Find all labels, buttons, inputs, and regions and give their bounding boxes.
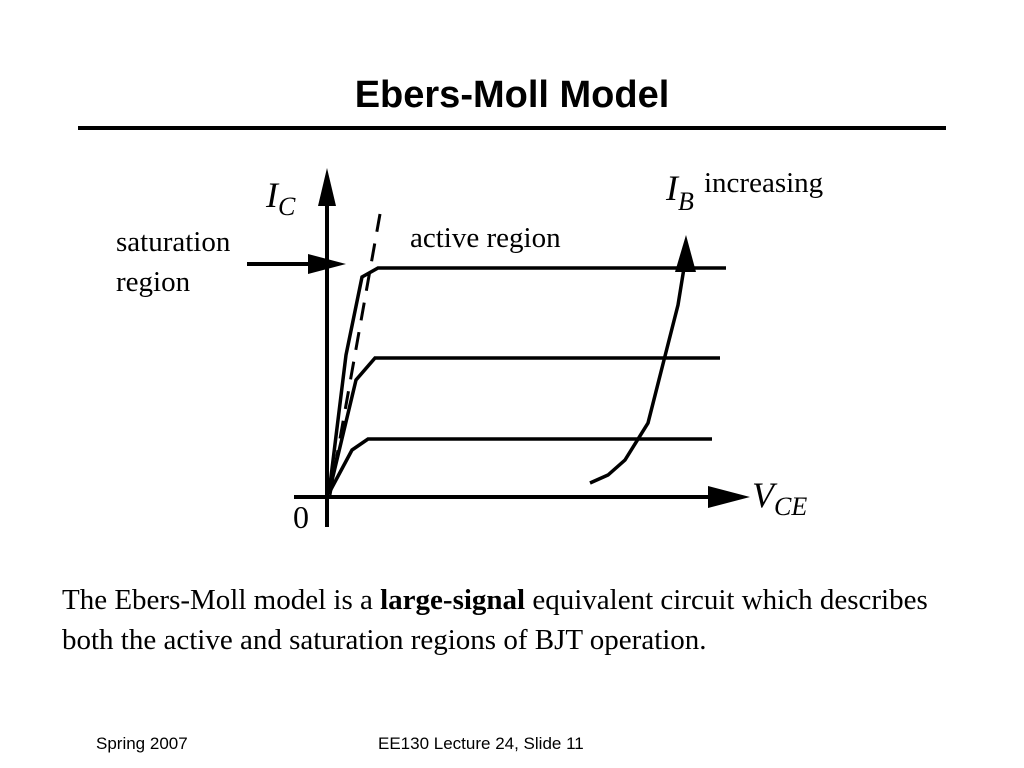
- caption-text-before: The Ebers-Moll model is a: [62, 584, 381, 616]
- caption-text-after: equivalent circuit which describes both …: [62, 584, 928, 656]
- footer-date: Spring 2007: [96, 734, 188, 753]
- ib-increasing-note: increasing: [704, 167, 823, 199]
- x-axis-arrowhead: [708, 486, 750, 508]
- y-axis-arrowhead: [318, 168, 336, 206]
- ib-label: IB: [665, 168, 694, 216]
- saturation-boundary-dashed: [328, 213, 382, 496]
- x-axis-label: VCE: [752, 475, 807, 521]
- saturation-pointer-arrowhead: [308, 254, 346, 274]
- y-axis-label: IC: [265, 175, 296, 221]
- saturation-region-label: saturation region: [116, 226, 238, 298]
- slide-caption: The Ebers-Moll model is a large-signal e…: [62, 580, 982, 660]
- x-axis-symbol: V: [752, 475, 778, 515]
- y-axis-symbol: I: [265, 175, 280, 215]
- ic-curve-mid-ib: [327, 356, 720, 494]
- x-axis-subscript: CE: [774, 492, 807, 521]
- ib-subscript: B: [678, 187, 694, 216]
- saturation-label-line1: saturation: [116, 226, 231, 258]
- caption-emphasis: large-signal: [380, 584, 526, 616]
- origin-label: 0: [293, 499, 309, 535]
- title-divider: [78, 126, 946, 130]
- active-region-label: active region: [410, 222, 561, 254]
- footer-slide-number: EE130 Lecture 24, Slide 11: [378, 734, 584, 753]
- ib-increasing-arrow: [589, 267, 686, 485]
- ic-curve-high-ib: [327, 266, 726, 494]
- saturation-label-line2: region: [116, 266, 191, 298]
- ic-curve-low-ib: [327, 437, 712, 494]
- ib-increasing-arrowhead: [675, 235, 696, 272]
- ib-symbol: I: [665, 168, 680, 208]
- slide-title: Ebers-Moll Model: [354, 74, 670, 116]
- y-axis-subscript: C: [278, 192, 296, 221]
